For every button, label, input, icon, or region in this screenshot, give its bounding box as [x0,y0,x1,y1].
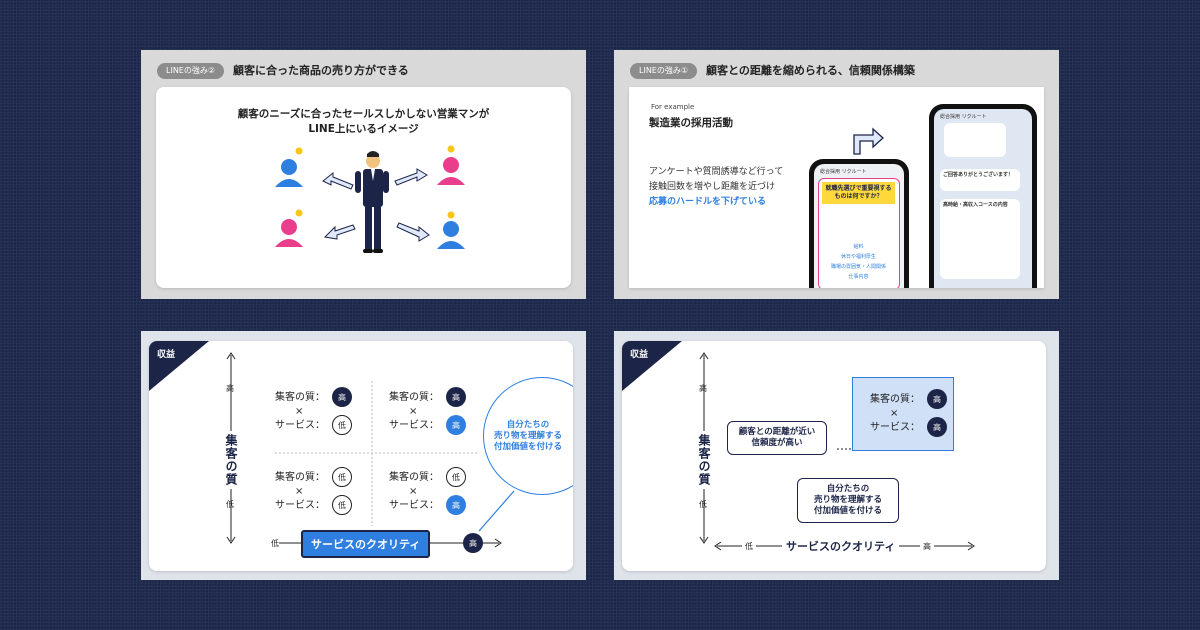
phone-mockup-right: 総合採用 リクルート ご回答ありがとうございます！ 高時給・高収入コースの内容 [929,104,1037,288]
times-sign: × [295,486,304,497]
y-axis-label: 集客の質 [223,431,240,489]
speech-line-1: 顧客との距離が近い [738,427,816,437]
axes [699,352,975,551]
chat-header: 総合採用 リクルート [820,169,867,175]
arrow-right-icon [853,127,884,155]
y-axis-high-label: 高 [226,384,234,393]
strength-pill: LINEの強み② [157,63,225,79]
slide-trust-building: LINEの強み① 顧客との距離を縮められる、信頼関係構築 For example… [614,50,1059,299]
customer-icon [275,219,303,247]
headline: 顧客のニーズに合ったセールスしかしない営業マンが LINE上にいるイメージ [156,107,571,137]
service-label: サービス： [275,500,325,511]
customer-icon [275,159,303,187]
service-label: サービス： [870,422,920,433]
example-description: アンケートや質問誘導など行って 接触回数を増やし距離を近づけ 応募のハードルを下… [649,165,783,210]
times-sign: × [409,406,418,417]
quality-badge: 高 [332,387,352,407]
description-line-2: 接触回数を増やし距離を近づけ [649,182,776,192]
arrow-icon [322,168,430,242]
y-axis-low-label: 低 [699,500,707,509]
quality-label: 集客の質： [870,394,920,405]
description-highlight: 応募のハードルを下げている [649,197,767,207]
speech-line-2: 売り物を理解する [813,495,882,505]
customer-icon [437,221,465,249]
service-label: サービス： [275,420,325,431]
x-axis-label: サービスのクオリティ [782,538,900,554]
quality-label: 集客の質： [275,472,325,483]
phone-mockup-left: 総合採用 リクルート 就職先選びで重要視するものは何ですか？ 給料 休日や福利厚… [809,159,909,288]
x-axis-high-label: 高 [920,541,934,552]
callout-line-2: 売り物を理解する [493,430,562,441]
x-axis-low-label: 低 [271,539,279,548]
speech-line-1: 自分たちの [826,484,870,494]
service-label: サービス： [389,500,439,511]
callout-line-1: 自分たちの [506,419,550,430]
value-add-callout: 自分たちの 売り物を理解する 付加価値を付ける [483,377,573,495]
slide-matrix-four: 収益 高 集客の質 低 低 サービスのクオリティ 高 集客の質： 高 × サービ… [141,331,586,580]
chat-message [944,123,1006,157]
service-badge: 低 [332,495,352,515]
headline-line-2: LINE上にいるイメージ [308,123,419,135]
slide-title: 顧客との距離を縮められる、信頼関係構築 [706,64,915,77]
speech-line-2: 信頼度が高い [751,438,803,448]
service-badge: 高 [927,417,947,437]
highlight-quadrant [852,377,954,451]
strength-pill: LINEの強み① [630,63,698,79]
slide-matrix-highlight: 収益 高 集客の質 低 低 サービスのクオリティ 高 集客の質： 高 × サービ… [614,331,1059,580]
x-axis-low-label: 低 [742,541,756,552]
quality-badge: 低 [446,467,466,487]
revenue-tag-label: 収益 [157,350,176,360]
x-axis-high-badge: 高 [463,533,483,553]
chat-message: ご回答ありがとうございます！ [940,169,1020,191]
speech-line-3: 付加価値を付ける [813,506,882,516]
chat-message: 高時給・高収入コースの内容 [940,199,1020,279]
times-sign: × [295,406,304,417]
quality-label: 集客の質： [389,392,439,403]
slide-content: 収益 高 集客の質 低 低 サービスのクオリティ 高 集客の質： 高 × サービ… [622,341,1046,571]
sales-illustration [275,145,465,253]
option-2[interactable]: 休日や福利厚生 [840,254,876,260]
slide-title: 顧客に合った商品の売り方ができる [233,64,409,77]
trust-speech-bubble: 顧客との距離が近い 信頼度が高い [727,421,827,455]
lightbulb-icon [295,145,455,219]
for-example-label: For example [651,103,695,111]
slide-content: For example 製造業の採用活動 アンケートや質問誘導など行って 接触回… [629,87,1044,288]
option-3[interactable]: 職場の雰囲気・人間関係 [830,264,886,270]
salesman-icon [355,151,389,253]
quality-label: 集客の質： [275,392,325,403]
revenue-tag-label: 収益 [630,350,649,360]
phone-screen: 総合採用 リクルート ご回答ありがとうございます！ 高時給・高収入コースの内容 [934,109,1032,288]
customer-icon [437,157,465,185]
callout-line-3: 付加価値を付ける [493,441,562,452]
service-badge: 低 [332,415,352,435]
option-4[interactable]: 仕事内容 [848,274,869,280]
slide-content: 顧客のニーズに合ったセールスしかしない営業マンが LINE上にいるイメージ [156,87,571,288]
option-1[interactable]: 給料 [853,244,864,250]
y-axis-high-label: 高 [699,384,707,393]
times-sign: × [890,408,899,419]
quality-label: 集客の質： [389,472,439,483]
value-add-speech-bubble: 自分たちの 売り物を理解する 付加価値を付ける [797,478,899,523]
question-card: 就職先選びで重要視するものは何ですか？ 給料 休日や福利厚生 職場の雰囲気・人間… [818,178,900,288]
times-sign: × [409,486,418,497]
y-axis-label: 集客の質 [696,431,713,489]
x-axis-label: サービスのクオリティ [301,530,431,558]
slide-content: 収益 高 集客の質 低 低 サービスのクオリティ 高 集客の質： 高 × サービ… [149,341,573,571]
service-badge: 高 [446,415,466,435]
quality-badge: 高 [927,389,947,409]
slide-sales-image: LINEの強み② 顧客に合った商品の売り方ができる 顧客のニーズに合ったセールス… [141,50,586,299]
example-title: 製造業の採用活動 [649,117,733,129]
description-line-1: アンケートや質問誘導など行って [649,167,784,177]
phone-screen: 総合採用 リクルート 就職先選びで重要視するものは何ですか？ 給料 休日や福利厚… [814,164,904,288]
headline-line-1: 顧客のニーズに合ったセールスしかしない営業マンが [237,108,490,120]
question-text: 就職先選びで重要視するものは何ですか？ [822,182,895,204]
y-axis-low-label: 低 [226,500,234,509]
quality-badge: 高 [446,387,466,407]
quality-badge: 低 [332,467,352,487]
chat-header: 総合採用 リクルート [940,114,987,120]
service-label: サービス： [389,420,439,431]
service-badge: 高 [446,495,466,515]
